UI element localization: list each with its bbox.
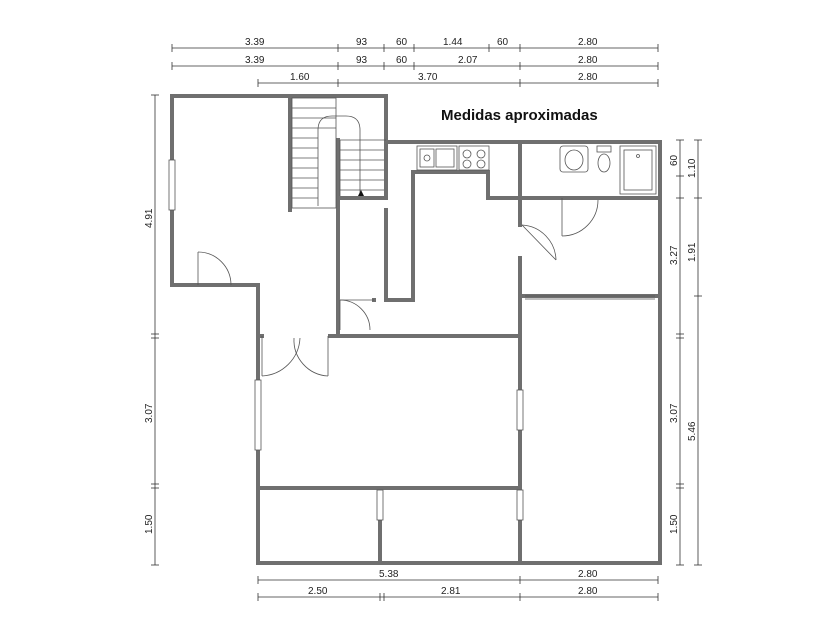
dim-top-3-0: 1.60 xyxy=(290,72,310,83)
right-dimensions xyxy=(676,139,702,566)
dim-left-1: 3.07 xyxy=(144,403,155,423)
dim-bottom-2-1: 2.81 xyxy=(441,586,461,597)
kitchen-counter xyxy=(416,145,490,171)
dim-bottom-1-1: 2.80 xyxy=(578,569,598,580)
dim-right-outer-0: 1.10 xyxy=(687,158,698,178)
dim-top-2-1: 93 xyxy=(356,55,368,66)
windows xyxy=(168,159,655,521)
dim-top-1-2: 60 xyxy=(396,37,408,48)
staircase xyxy=(291,97,386,209)
bathroom-fixtures xyxy=(559,145,657,195)
dim-top-3-2: 2.80 xyxy=(578,72,598,83)
dim-top-1-1: 93 xyxy=(356,37,368,48)
dim-right-inner-0: 60 xyxy=(669,154,680,166)
dim-right-inner-2: 3.07 xyxy=(669,403,680,423)
stair-direction-arrow-icon xyxy=(358,190,364,196)
dim-top-1-5: 2.80 xyxy=(578,37,598,48)
top-dimension-labels: 3.39 93 60 1.44 60 2.80 3.39 93 60 2.07 … xyxy=(245,37,598,83)
dim-right-outer-2: 5.46 xyxy=(687,421,698,441)
walls xyxy=(170,94,662,565)
dim-top-1-0: 3.39 xyxy=(245,37,265,48)
dim-top-2-4: 2.80 xyxy=(578,55,598,66)
dim-top-2-3: 2.07 xyxy=(458,55,478,66)
left-dimensions xyxy=(151,94,159,566)
dim-top-1-4: 60 xyxy=(497,37,509,48)
dim-top-2-0: 3.39 xyxy=(245,55,265,66)
plan-title: Medidas aproximadas xyxy=(441,107,598,124)
top-dimensions xyxy=(171,44,659,87)
left-dimension-labels: 4.91 3.07 1.50 xyxy=(144,208,155,534)
dim-left-0: 4.91 xyxy=(144,208,155,228)
bottom-dimensions xyxy=(257,576,659,601)
dim-top-2-2: 60 xyxy=(396,55,408,66)
dim-right-inner-1: 3.27 xyxy=(669,245,680,265)
dim-top-1-3: 1.44 xyxy=(443,37,463,48)
right-dimension-labels: 60 3.27 3.07 1.50 1.10 1.91 5.46 xyxy=(669,154,698,534)
doors xyxy=(197,198,599,377)
dim-right-outer-1: 1.91 xyxy=(687,242,698,262)
dim-right-inner-3: 1.50 xyxy=(669,514,680,534)
dim-bottom-2-0: 2.50 xyxy=(308,586,328,597)
dim-bottom-2-2: 2.80 xyxy=(578,586,598,597)
dim-top-3-1: 3.70 xyxy=(418,72,438,83)
bottom-dimension-labels: 5.38 2.80 2.50 2.81 2.80 xyxy=(308,569,598,597)
dim-bottom-1-0: 5.38 xyxy=(379,569,399,580)
dim-left-2: 1.50 xyxy=(144,514,155,534)
